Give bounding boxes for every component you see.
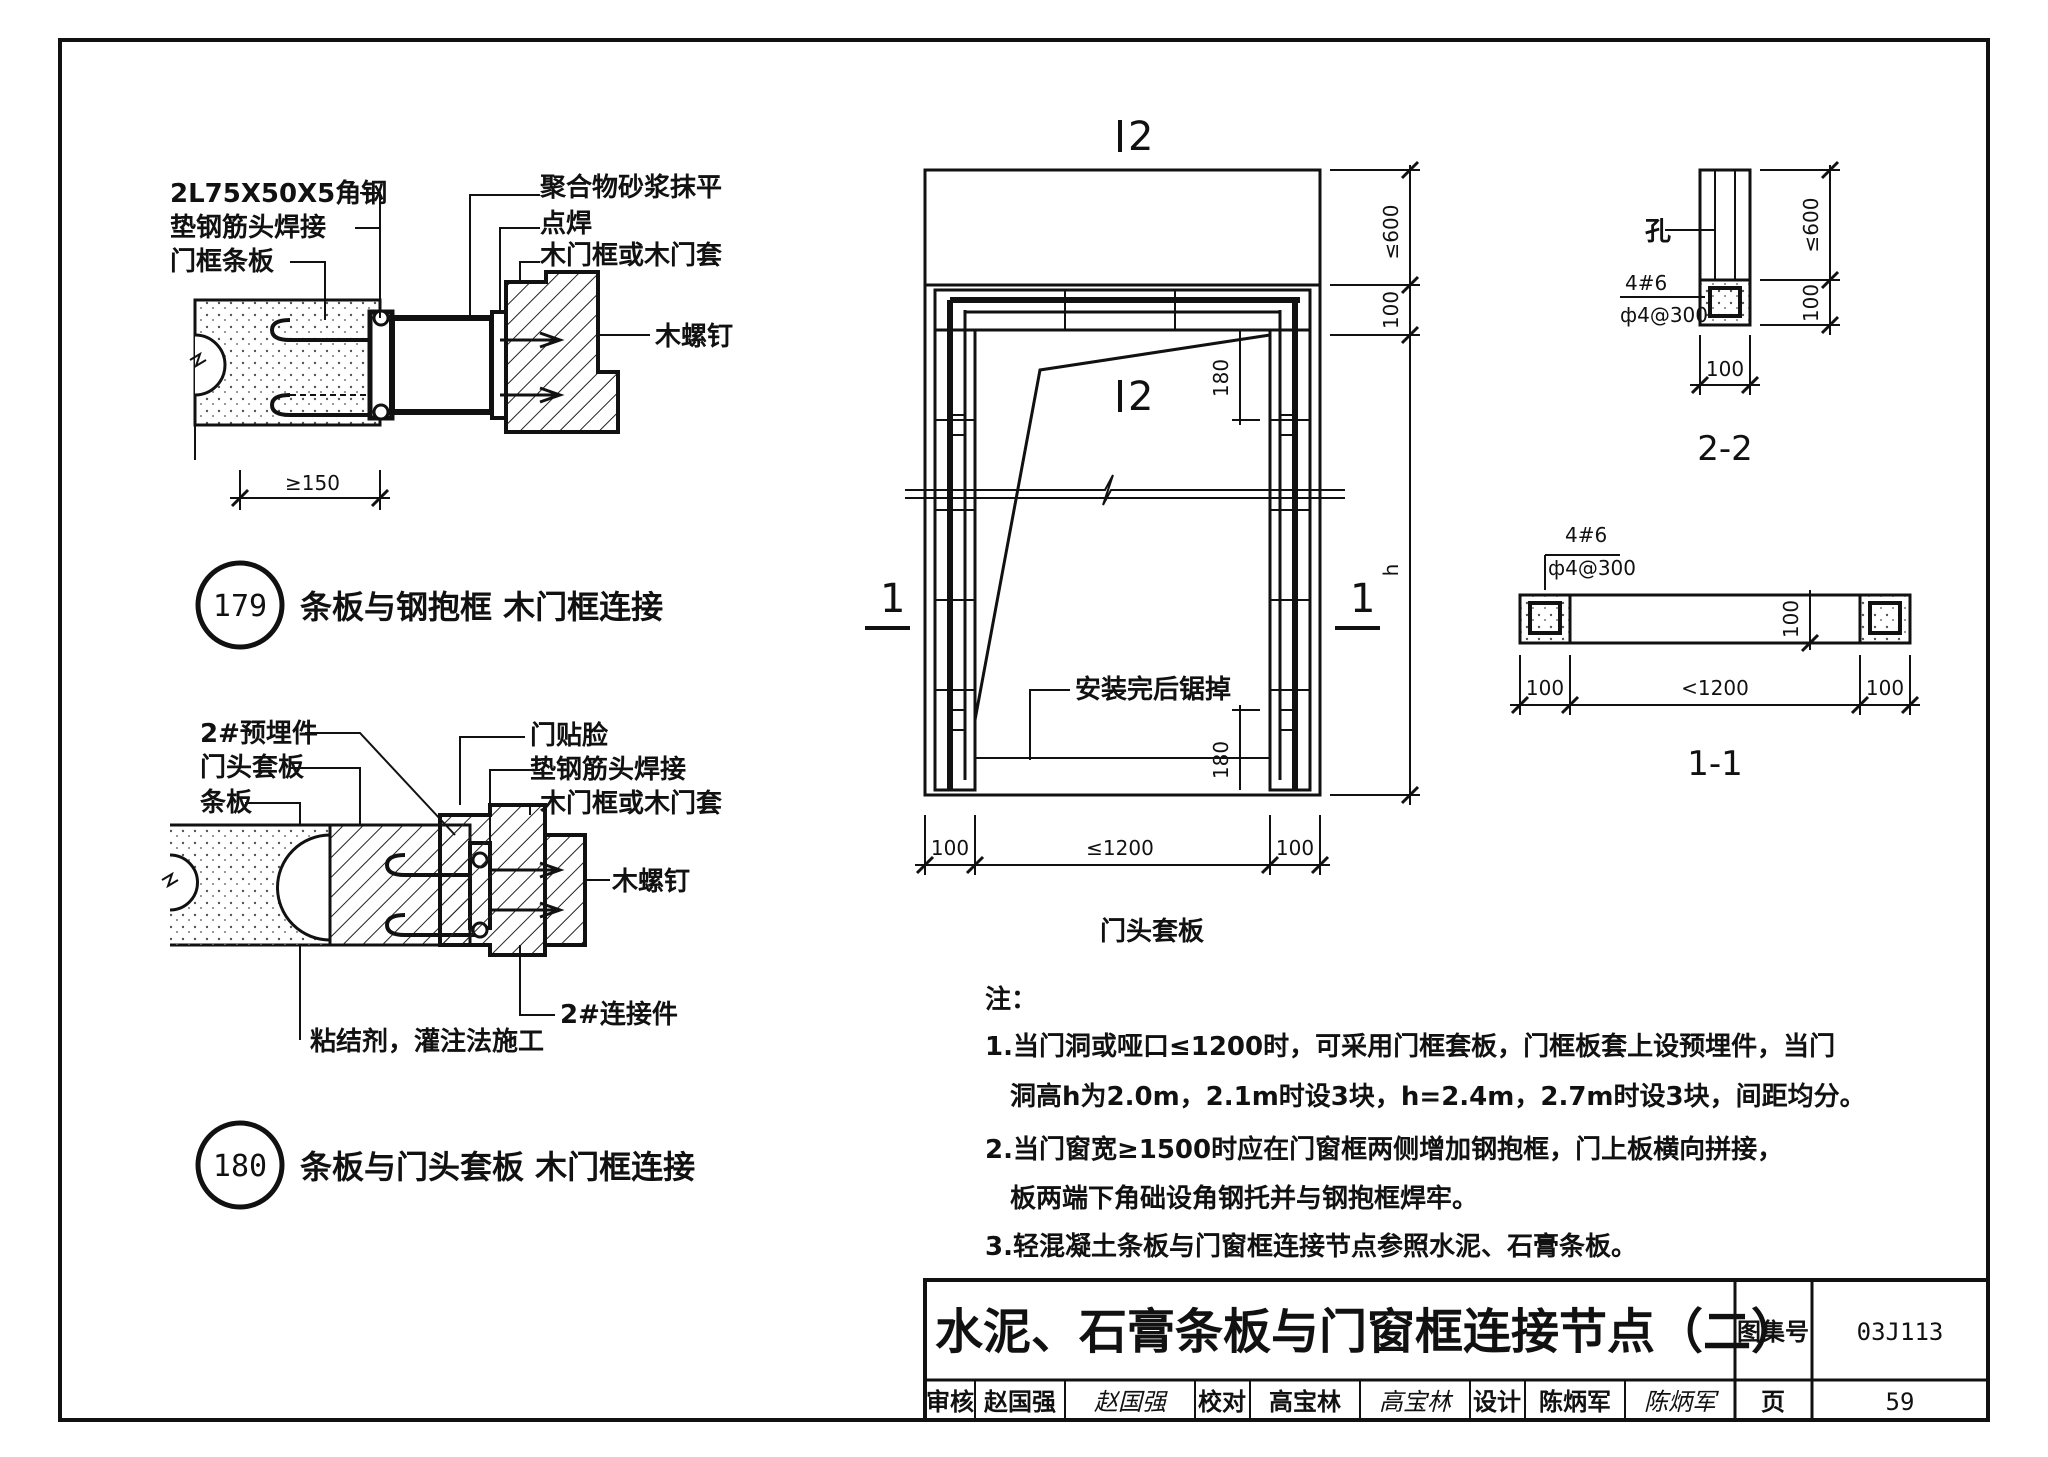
check-label: 校对 [1198,1388,1246,1416]
drawing-title: 水泥、石膏条板与门窗框连接节点（二） [935,1304,1799,1360]
detail179-label-mortar: 聚合物砂浆抹平 [539,172,722,203]
sec22-dim-600: ≤600 [1799,198,1823,253]
sec22-dim-bottom: 100 [1706,357,1744,381]
detail180-caption: 条板与门头套板 木门框连接 [300,1148,695,1186]
detail-179: ≥150 2L75X50X5角钢 垫钢筋头焊接 门框条板 聚合物砂浆抹平 点焊 … [170,172,733,650]
detail179-label-angle: 2L75X50X5角钢 [170,178,387,209]
sec11-caption: 1-1 [1687,744,1743,784]
page-label: 页 [1761,1388,1785,1416]
elevation-caption: 门头套板 [1100,917,1204,947]
checker-signature: 高宝林 [1379,1388,1454,1416]
sec22-rebar-b: ф4@300 [1620,303,1708,327]
elev-dim-left: 100 [931,836,969,860]
elev-dim-180-top: 180 [1209,359,1233,397]
sec22-dim-100: 100 [1799,284,1823,322]
checker-name: 高宝林 [1269,1388,1341,1416]
elev-dim-180-bottom: 180 [1209,741,1233,779]
detail180-number: 180 [213,1149,267,1184]
elev-dim-100: 100 [1379,291,1403,329]
section-1-1: 4#6 ф4@300 100 100 <1200 100 1-1 [1510,523,1920,784]
detail180-number-circle [195,1120,285,1210]
sec11-rebar-b: ф4@300 [1548,556,1636,580]
detail180-label-trim: 门贴脸 [530,720,609,751]
design-label: 设计 [1473,1388,1521,1416]
cut-mark-1-left: 1 [880,576,905,622]
detail179-number-circle [195,560,285,650]
sec11-dim-height: 100 [1779,600,1803,638]
elev-dim-right: 100 [1276,836,1314,860]
detail179-label-rebar: 垫钢筋头焊接 [170,212,326,243]
detail180-label-adhesive: 粘结剂，灌注法施工 [310,1026,544,1057]
detail-180: 2#预埋件 门头套板 条板 门贴脸 垫钢筋头焊接 木门框或木门套 木螺钉 2#连… [161,719,723,1210]
section-2-2: 孔 4#6 ф4@300 ≤600 100 100 2-2 [1620,160,1840,469]
note-line-1: 1.当门洞或哑口≤1200时，可采用门框套板，门框板套上设预埋件，当门 [985,1032,1835,1062]
cut-mark-2-top: 2 [1128,114,1153,160]
page-number: 59 [1886,1388,1915,1416]
elev-dim-width: ≤1200 [1086,836,1154,860]
review-label: 审核 [926,1388,974,1416]
door-head-elevation: 2 2 1 1 ≤600 100 h 180 180 [865,114,1420,947]
sec22-hole: 孔 [1645,217,1671,247]
sec11-rebar-a: 4#6 [1565,523,1607,547]
atlas-label: 图集号 [1737,1318,1809,1346]
detail180-label-rebar: 垫钢筋头焊接 [530,754,686,785]
title-block: 水泥、石膏条板与门窗框连接节点（二） 图集号 03J113 审核 赵国强 赵国强… [923,1278,1990,1422]
notes-heading: 注： [985,984,1037,1015]
note-line-2: 洞高h为2.0m，2.1m时设3块，h=2.4m，2.7m时设3块，间距均分。 [1010,1081,1866,1112]
reviewer-signature: 赵国强 [1094,1388,1168,1416]
designer-signature: 陈炳军 [1644,1388,1719,1416]
detail179-label-panel: 门框条板 [170,247,274,277]
detail180-label-panel: 条板 [200,788,252,818]
detail180-label-connector: 2#连接件 [560,1000,678,1030]
elev-dim-600: ≤600 [1379,205,1403,260]
detail179-label-screw: 木螺钉 [654,322,733,352]
detail179-dim: ≥150 [285,471,340,495]
note-line-3: 2.当门窗宽≥1500时应在门窗框两侧增加钢抱框，门上板横向拼接， [985,1134,1783,1165]
atlas-number: 03J113 [1857,1318,1944,1346]
sec11-dim-width: <1200 [1681,676,1749,700]
elev-dim-h: h [1379,564,1403,577]
cut-mark-2-mid: 2 [1128,374,1153,420]
reviewer-name: 赵国强 [983,1388,1056,1416]
detail180-label-frame: 木门框或木门套 [539,789,723,819]
elev-annotation-cut: 安装完后锯掉 [1075,674,1231,705]
note-line-5: 3.轻混凝土条板与门窗框连接节点参照水泥、石膏条板。 [985,1231,1637,1262]
note-line-4: 板两端下角础设角钢托并与钢抱框焊牢。 [1010,1183,1478,1214]
notes: 注： 1.当门洞或哑口≤1200时，可采用门框套板，门框板套上设预埋件，当门 洞… [985,984,1866,1262]
sec22-caption: 2-2 [1697,429,1753,469]
detail179-caption: 条板与钢抱框 木门框连接 [300,588,663,626]
detail179-label-frame: 木门框或木门套 [539,241,723,271]
cut-mark-1-right: 1 [1350,576,1375,622]
sec11-dim-right: 100 [1866,676,1904,700]
designer-name: 陈炳军 [1539,1388,1611,1416]
detail180-label-embed: 2#预埋件 [200,719,318,749]
detail179-number: 179 [213,589,267,624]
sec22-rebar-a: 4#6 [1625,271,1667,295]
sec11-dim-left: 100 [1526,676,1564,700]
detail180-label-headpanel: 门头套板 [200,753,304,783]
detail179-label-weld: 点焊 [540,208,592,239]
detail180-label-screw: 木螺钉 [611,867,690,897]
